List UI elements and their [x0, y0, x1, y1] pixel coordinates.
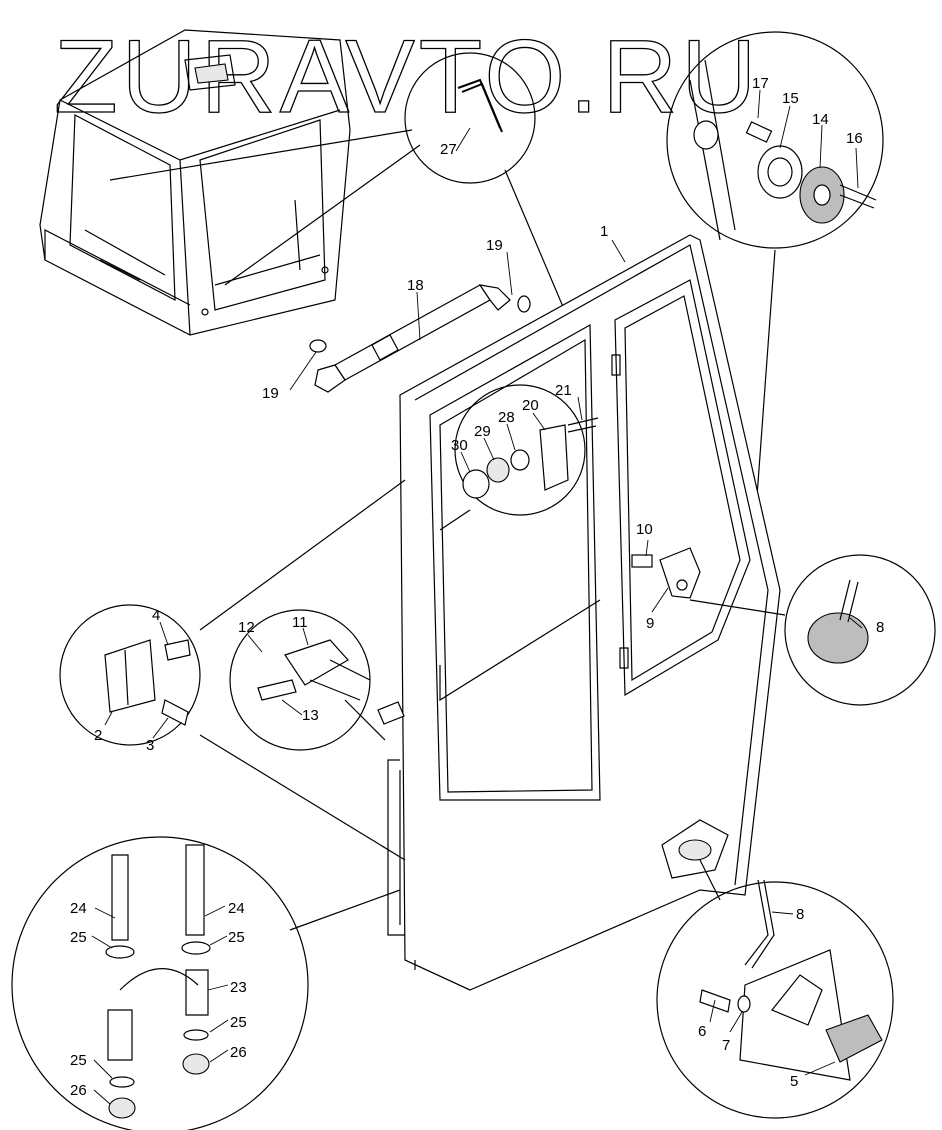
callout-10: 10 — [636, 521, 653, 538]
callout-21: 21 — [555, 382, 572, 399]
callout-13: 13 — [302, 707, 319, 724]
callout-28: 28 — [498, 409, 515, 426]
callout-14: 14 — [812, 111, 829, 128]
leader-line — [199, 479, 406, 631]
callout-26b: 26 — [230, 1044, 247, 1061]
callout-leaders — [91, 89, 863, 1105]
callout-8b: 8 — [796, 906, 804, 923]
cab-door-panel — [399, 234, 781, 991]
detail-circle-check-strap — [11, 836, 309, 1130]
callout-19a: 19 — [486, 237, 503, 254]
callout-25a: 25 — [70, 929, 87, 946]
callout-16: 16 — [846, 130, 863, 147]
callout-2: 2 — [94, 727, 102, 744]
door-lock-plate — [661, 819, 729, 879]
callout-5: 5 — [790, 1073, 798, 1090]
detail-circle-hinge-pin — [666, 31, 884, 249]
callout-7: 7 — [722, 1037, 730, 1054]
grab-handle — [387, 759, 405, 936]
callout-23: 23 — [230, 979, 247, 996]
callout-8a: 8 — [876, 619, 884, 636]
callout-27: 27 — [440, 141, 457, 158]
callout-25d: 25 — [70, 1052, 87, 1069]
detail-circle-hex-key — [404, 52, 536, 184]
detail-circle-door-lock — [656, 879, 894, 1119]
callout-3: 3 — [146, 737, 154, 754]
watermark-text: ZURAVTO.RU — [54, 19, 760, 135]
detail-circle-rod-end — [229, 609, 371, 751]
callout-15: 15 — [782, 90, 799, 107]
callout-29: 29 — [474, 423, 491, 440]
callout-9: 9 — [646, 615, 654, 632]
callout-25b: 25 — [228, 929, 245, 946]
callout-18: 18 — [407, 277, 424, 294]
callout-20: 20 — [522, 397, 539, 414]
callout-30: 30 — [451, 437, 468, 454]
latch-assembly — [631, 547, 701, 599]
callout-labels: 1 2 3 4 5 6 7 8 8 9 10 11 12 13 14 15 16… — [70, 75, 884, 1099]
hinge-detail — [619, 647, 629, 669]
callout-11: 11 — [292, 614, 308, 631]
detail-circle-cable-end — [784, 554, 936, 706]
detail-circle-strut-bracket — [454, 384, 599, 516]
leader-line — [199, 734, 406, 861]
leader-line — [109, 129, 413, 181]
leader-line — [699, 859, 721, 901]
callout-24a: 24 — [70, 900, 87, 917]
hinge-detail — [611, 354, 621, 376]
callout-4: 4 — [152, 607, 160, 624]
leader-line — [439, 509, 471, 531]
callout-12: 12 — [238, 619, 255, 636]
callout-6: 6 — [698, 1023, 706, 1040]
callout-26a: 26 — [70, 1082, 87, 1099]
gas-strut — [309, 284, 531, 393]
detail-circle-hinge-bracket — [59, 604, 201, 746]
callout-24b: 24 — [228, 900, 245, 917]
leader-line — [289, 889, 401, 931]
callout-25c: 25 — [230, 1014, 247, 1031]
callout-17: 17 — [752, 75, 769, 92]
leader-line — [689, 599, 786, 616]
leader-line — [344, 699, 386, 741]
callout-1: 1 — [600, 223, 608, 240]
rod-end-part — [377, 701, 405, 725]
leader-line — [224, 144, 421, 286]
callout-19b: 19 — [262, 385, 279, 402]
